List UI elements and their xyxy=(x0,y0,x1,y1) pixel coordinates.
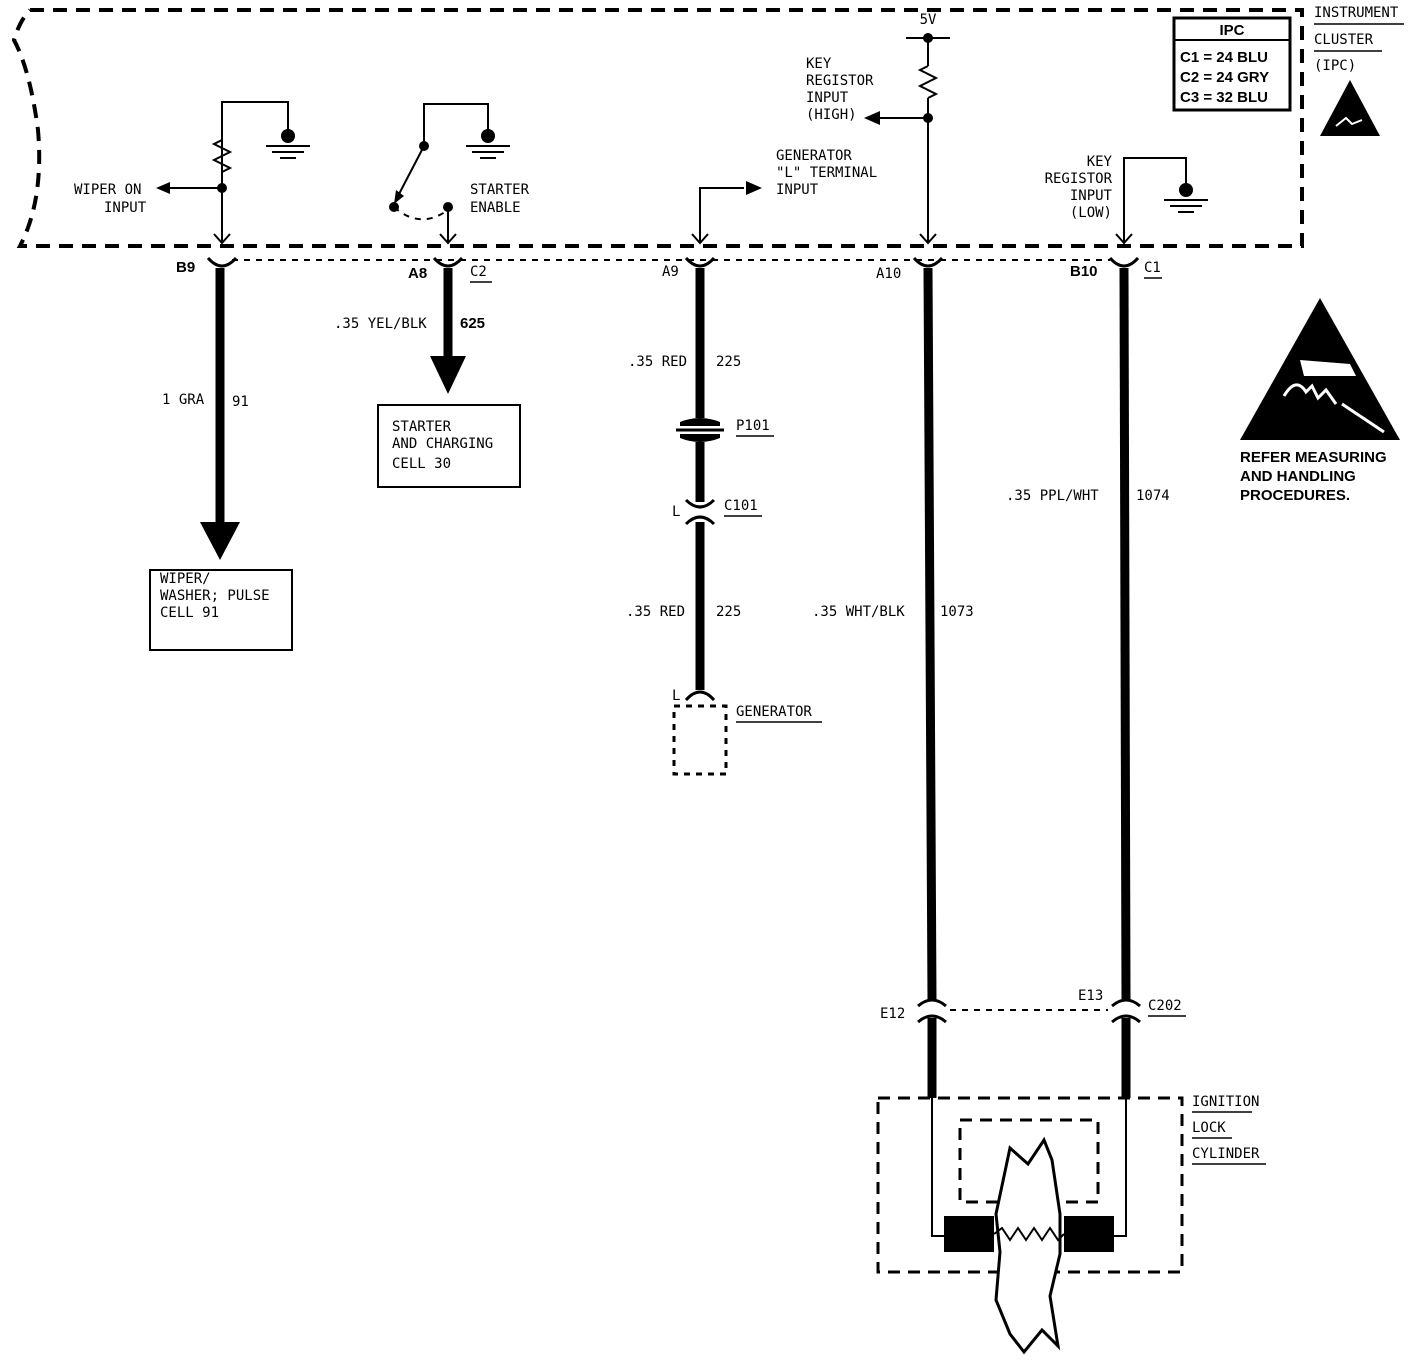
key-registor-high-circuit: 5V KEY REGISTOR INPUT (HIGH) xyxy=(806,12,950,245)
esd-note: REFER MEASURING AND HANDLING PROCEDURES. xyxy=(1240,449,1387,504)
wiper-cell-box: WIPER/ WASHER; PULSE CELL 91 xyxy=(149,569,293,651)
starter-box-line3: CELL 30 xyxy=(392,456,451,472)
key-high-label-2: REGISTOR xyxy=(806,73,874,89)
starter-box-line1: STARTER xyxy=(392,419,452,435)
c101-label: C101 xyxy=(724,498,758,514)
pin-b10: B10 xyxy=(1070,263,1098,280)
wire-1073: .35 WHT/BLK 1073 xyxy=(812,267,974,1001)
esd-note-line2: AND HANDLING xyxy=(1240,468,1356,485)
generator-input-label-1: GENERATOR xyxy=(776,148,852,164)
wire-625-circuit: 625 xyxy=(460,315,485,332)
voltage-label: 5V xyxy=(920,12,937,28)
key-low-label-1: KEY xyxy=(1087,154,1113,170)
ignition-label-2: LOCK xyxy=(1192,1120,1226,1136)
wire-225b-circuit: 225 xyxy=(716,604,741,620)
cluster-label-line3: (IPC) xyxy=(1314,58,1356,74)
generator-label: GENERATOR xyxy=(736,704,812,720)
wiper-box-line2: WASHER; PULSE xyxy=(160,588,270,604)
ipc-connector-table: IPC C1 = 24 BLU C2 = 24 GRY C3 = 32 BLU xyxy=(1172,16,1292,112)
connector-pins: B9 A8 C2 A9 A10 B10 C1 xyxy=(176,256,1162,283)
starter-box-line2: AND CHARGING xyxy=(392,436,493,452)
wire-625: .35 YEL/BLK 625 xyxy=(334,268,485,394)
wiper-on-input-label-2: INPUT xyxy=(104,200,147,216)
wire-225: .35 RED 225 P101 L C101 .35 RED 225 L xyxy=(626,268,774,704)
l-label-top: L xyxy=(672,504,680,520)
pin-a9: A9 xyxy=(662,264,679,280)
pin-a8: A8 xyxy=(408,265,427,282)
starter-cell-box: STARTER AND CHARGING CELL 30 xyxy=(377,404,521,488)
wire-225b-gauge: .35 RED xyxy=(626,604,685,620)
ipc-row-c1: C1 = 24 BLU xyxy=(1180,49,1268,66)
ipc-row-c3: C3 = 32 BLU xyxy=(1180,89,1268,106)
wire-91-circuit: 91 xyxy=(232,394,249,410)
ignition-lock-cylinder: IGNITION LOCK CYLINDER xyxy=(876,1094,1266,1355)
esd-note-line3: PROCEDURES. xyxy=(1240,487,1350,504)
c202-connector: E12 E13 C202 xyxy=(880,988,1186,1098)
wiper-box-line1: WIPER/ xyxy=(160,571,211,587)
starter-enable-label-2: ENABLE xyxy=(470,200,521,216)
wiper-input-circuit: WIPER ON INPUT xyxy=(74,101,310,245)
connector-c1: C1 xyxy=(1144,260,1161,276)
wire-1074-circuit: 1074 xyxy=(1136,488,1170,504)
cluster-label-line1: INSTRUMENT xyxy=(1314,5,1399,21)
generator-input-circuit: GENERATOR "L" TERMINAL INPUT xyxy=(691,148,877,245)
key-low-label-4: (LOW) xyxy=(1070,205,1112,221)
starter-enable-label-1: STARTER xyxy=(470,182,530,198)
esd-note-line1: REFER MEASURING xyxy=(1240,449,1387,466)
wire-1074-gauge: .35 PPL/WHT xyxy=(1006,488,1099,504)
p101-label: P101 xyxy=(736,418,770,434)
pin-a10: A10 xyxy=(876,266,901,282)
l-label-bottom: L xyxy=(672,688,680,704)
wire-225a-circuit: 225 xyxy=(716,354,741,370)
esd-warning-icon xyxy=(1240,298,1400,440)
key-registor-low-circuit: KEY REGISTOR INPUT (LOW) xyxy=(1045,154,1208,245)
key-high-label-4: (HIGH) xyxy=(806,107,857,123)
wiper-on-input-label-1: WIPER ON xyxy=(74,182,141,198)
c202-label: C202 xyxy=(1148,998,1182,1014)
wire-91-gauge: 1 GRA xyxy=(162,392,205,408)
wire-225a-gauge: .35 RED xyxy=(628,354,687,370)
wire-1073-circuit: 1073 xyxy=(940,604,974,620)
ipc-title: IPC xyxy=(1219,22,1244,39)
generator-component: GENERATOR xyxy=(672,704,822,776)
wire-1073-gauge: .35 WHT/BLK xyxy=(812,604,905,620)
esd-small-icon xyxy=(1320,80,1380,136)
key-low-label-2: REGISTOR xyxy=(1045,171,1113,187)
cluster-label-line2: CLUSTER xyxy=(1314,32,1374,48)
pin-b9: B9 xyxy=(176,259,195,276)
wiper-box-line3: CELL 91 xyxy=(160,605,219,621)
cluster-label: INSTRUMENT CLUSTER (IPC) xyxy=(1314,5,1404,74)
generator-input-label-2: "L" TERMINAL xyxy=(776,165,877,181)
ignition-label-3: CYLINDER xyxy=(1192,1146,1260,1162)
wire-1074: .35 PPL/WHT 1074 xyxy=(1006,267,1170,1001)
wire-625-gauge: .35 YEL/BLK xyxy=(334,316,427,332)
instrument-cluster-outline xyxy=(11,8,1304,248)
key-high-label-1: KEY xyxy=(806,56,832,72)
pin-e13: E13 xyxy=(1078,988,1103,1004)
ignition-label-1: IGNITION xyxy=(1192,1094,1259,1110)
ipc-row-c2: C2 = 24 GRY xyxy=(1180,69,1269,86)
key-high-label-3: INPUT xyxy=(806,90,849,106)
generator-input-label-3: INPUT xyxy=(776,182,819,198)
connector-c2: C2 xyxy=(470,264,487,280)
pin-e12: E12 xyxy=(880,1006,905,1022)
wire-91: 1 GRA 91 xyxy=(162,268,249,560)
starter-enable-circuit: STARTER ENABLE xyxy=(389,103,530,245)
key-low-label-3: INPUT xyxy=(1070,188,1113,204)
